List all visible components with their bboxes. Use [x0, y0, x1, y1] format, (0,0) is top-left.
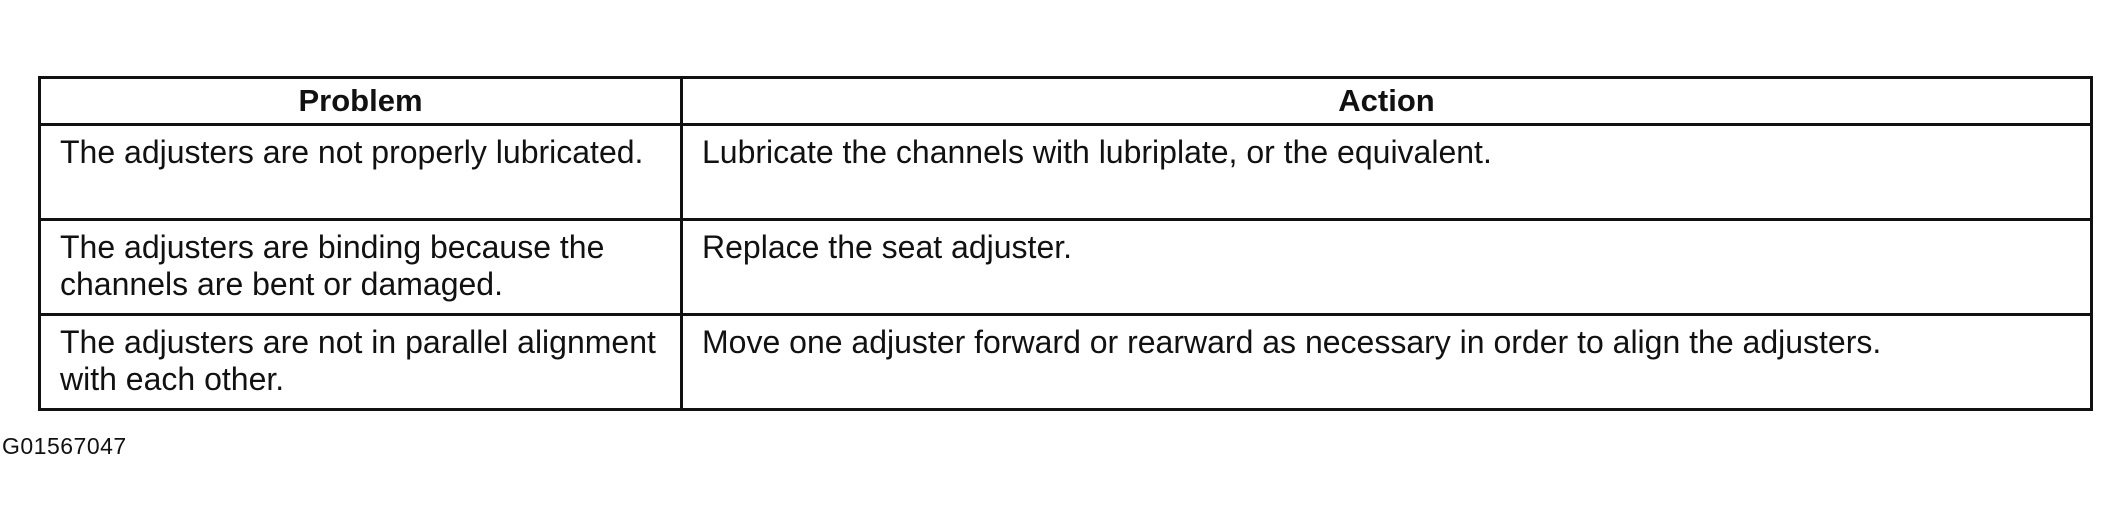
table-row: The adjusters are not properly lubricate… — [38, 123, 2093, 221]
column-header-problem: Problem — [38, 76, 683, 126]
action-cell: Replace the seat adjuster. — [680, 218, 2093, 316]
action-cell: Move one adjuster forward or rearward as… — [680, 313, 2093, 411]
action-cell: Lubricate the channels with lubriplate, … — [680, 123, 2093, 221]
problem-cell: The adjusters are binding because the ch… — [38, 218, 683, 316]
figure-code: G01567047 — [2, 433, 127, 459]
table-row: The adjusters are binding because the ch… — [38, 218, 2093, 316]
troubleshooting-table: Problem Action The adjusters are not pro… — [38, 76, 2093, 411]
problem-cell: The adjusters are not properly lubricate… — [38, 123, 683, 221]
troubleshooting-table-container: Problem Action The adjusters are not pro… — [38, 76, 2093, 411]
problem-cell: The adjusters are not in parallel alignm… — [38, 313, 683, 411]
table-header-row: Problem Action — [38, 76, 2093, 126]
column-header-action: Action — [680, 76, 2093, 126]
table-row: The adjusters are not in parallel alignm… — [38, 313, 2093, 411]
